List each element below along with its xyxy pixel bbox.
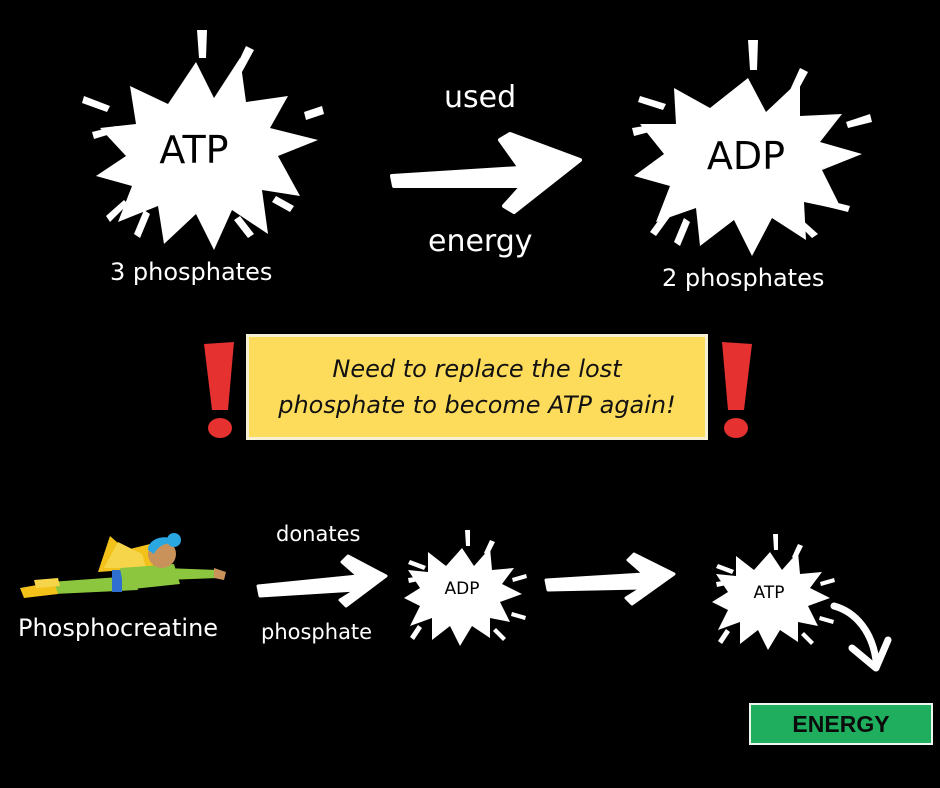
superhero-phosphocreatine-icon — [20, 533, 226, 598]
small-atp-label: ATP — [753, 583, 785, 603]
energy-box: ENERGY — [749, 703, 933, 745]
exclamation-left-icon — [204, 342, 234, 438]
callout-line-1: Need to replace the lost — [332, 355, 622, 383]
small-adp-label: ADP — [444, 579, 480, 599]
callout-line-2: phosphate to become ATP again! — [278, 391, 676, 419]
phosphocreatine-label: Phosphocreatine — [18, 614, 219, 642]
top-arrow-label-energy: energy — [428, 224, 533, 259]
adp-caption: 2 phosphates — [662, 264, 825, 292]
bottom-arrow-label-phosphate: phosphate — [261, 620, 373, 644]
bottom-arrow-label-donates: donates — [276, 522, 361, 546]
exclamation-right-icon — [722, 342, 752, 438]
atp-caption: 3 phosphates — [110, 258, 273, 286]
top-arrow-label-used: used — [444, 80, 517, 115]
replace-phosphate-callout: Need to replace the lost phosphate to be… — [246, 334, 708, 440]
adp-label: ADP — [706, 134, 786, 178]
atp-label: ATP — [159, 128, 229, 172]
